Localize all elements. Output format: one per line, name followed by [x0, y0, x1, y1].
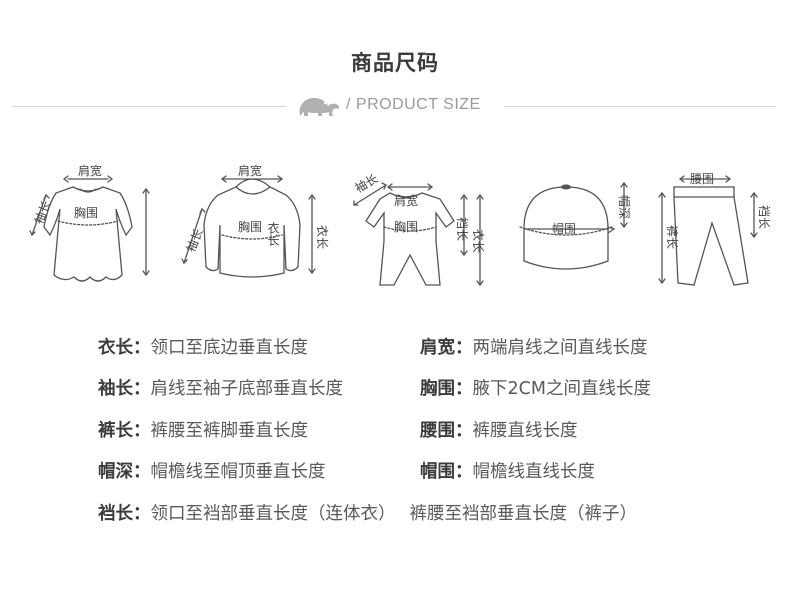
definition-row: 帽深：帽檐线至帽顶垂直长度 — [98, 462, 326, 482]
pants-waist-label: 腰围 — [690, 172, 714, 186]
dress-shoulder-label: 肩宽 — [78, 163, 102, 178]
elephant-icon — [299, 98, 340, 116]
hoodie-figure: 肩宽 胸围 袖长 衣长 — [180, 163, 330, 299]
subtitle-row: / PRODUCT SIZE — [0, 92, 790, 122]
romper-shoulder-label: 肩宽 — [394, 193, 418, 208]
page-title: 商品尺码 — [351, 51, 439, 75]
romper-figure: 袖长 肩宽 胸围 裆长 衣长 — [350, 165, 500, 299]
pants-crotch-label: 裆长 — [757, 205, 771, 229]
dress-chest-label: 胸围 — [74, 205, 98, 220]
divider-left — [12, 106, 286, 107]
definition-row: 帽围：帽檐线直线长度 — [420, 462, 595, 482]
cap-figure: 帽围 帽深 — [510, 165, 640, 299]
hoodie-shoulder-label: 肩宽 — [238, 163, 262, 178]
cap-circumference-label: 帽围 — [552, 221, 576, 236]
romper-length-label: 衣长 — [471, 229, 486, 253]
definition-row: 裤长：裤腰至裤脚垂直长度 — [98, 421, 308, 441]
size-figures: 肩宽 胸围 衣长 袖长 肩宽 胸围 袖长 衣长 — [0, 155, 790, 305]
pants-figure: 腰围 裤长 裆长 — [654, 165, 774, 299]
definition-row: 袖长：肩线至袖子底部垂直长度 — [98, 379, 343, 399]
dress-figure: 肩宽 胸围 衣长 袖长 — [28, 163, 280, 299]
definition-row: 腰围：裤腰直线长度 — [420, 421, 578, 441]
romper-chest-label: 胸围 — [394, 219, 418, 234]
hoodie-length-label: 衣长 — [315, 225, 330, 249]
page-subtitle: / PRODUCT SIZE — [346, 96, 481, 113]
pants-length-label: 裤长 — [665, 225, 679, 249]
cap-depth-label: 帽深 — [617, 195, 632, 219]
definition-row: 裆长：领口至裆部垂直长度（连体衣）裤腰至裆部垂直长度（裤子） — [98, 504, 637, 524]
hoodie-sleeve-label: 袖长 — [183, 226, 206, 254]
definition-row: 衣长：领口至底边垂直长度 — [98, 338, 308, 358]
definition-row: 肩宽：两端肩线之间直线长度 — [420, 338, 648, 358]
romper-crotch-label: 裆长 — [455, 217, 469, 241]
divider-right — [504, 106, 776, 107]
definition-row: 胸围：腋下2CM之间直线长度 — [420, 379, 651, 399]
hoodie-chest-label: 胸围 — [238, 219, 262, 234]
